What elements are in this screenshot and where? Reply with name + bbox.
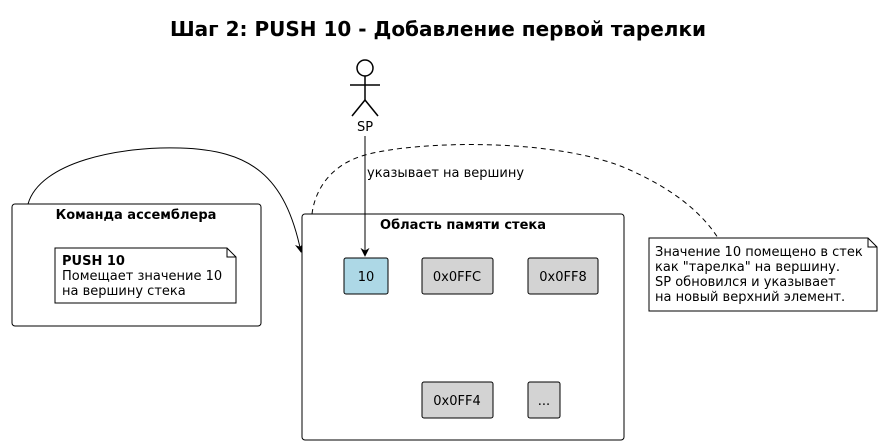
side-note-line-3: SP обновился и указывает	[655, 275, 836, 290]
memory-package-title: Область памяти стека	[380, 218, 546, 233]
push-note-line-2: на вершину стека	[62, 284, 186, 299]
sp-pointer-label: указывает на вершину	[367, 166, 524, 181]
package-link-arrow	[27, 147, 304, 253]
assembler-package-title: Команда ассемблера	[56, 208, 217, 223]
actor-head	[356, 59, 374, 77]
push-note: PUSH 10 Помещает значение 10 на вершину …	[54, 247, 237, 304]
note-connector	[311, 144, 719, 239]
memory-cell-label: ...	[538, 394, 550, 409]
actor-right-leg	[364, 99, 379, 117]
memory-cell-box	[527, 381, 561, 419]
side-note-fold	[867, 238, 877, 248]
actor-label: SP	[357, 120, 373, 135]
memory-cell-label: 0x0FF8	[539, 270, 586, 285]
memory-cell-label: 0x0FF4	[433, 394, 480, 409]
actor-left-leg	[351, 99, 366, 117]
side-note-body	[648, 237, 878, 312]
memory-cell: 0x0FFC	[421, 257, 494, 295]
memory-package: Область памяти стека 10 0x0FFC 0x0FF8 0x…	[301, 213, 625, 441]
push-note-heading: PUSH 10	[62, 254, 125, 269]
side-note-line-4: на новый верхний элемент.	[655, 290, 845, 305]
side-note: Значение 10 помещено в стек как "тарелка…	[648, 237, 878, 312]
push-note-line-1: Помещает значение 10	[62, 269, 222, 284]
side-note-line-2: как "тарелка" на вершину.	[655, 260, 840, 275]
memory-cell-box	[527, 257, 599, 295]
diagram-title: Шаг 2: PUSH 10 - Добавление первой тарел…	[170, 17, 706, 41]
memory-cell: 0x0FF4	[421, 381, 494, 419]
memory-cell: 10	[343, 257, 389, 295]
memory-cell-label: 10	[358, 270, 375, 285]
memory-cell: ...	[527, 381, 561, 419]
memory-cell-box	[343, 257, 389, 295]
memory-cell-box	[421, 381, 494, 419]
memory-cell: 0x0FF8	[527, 257, 599, 295]
sp-actor: SP	[350, 59, 380, 135]
push-note-body	[54, 247, 237, 304]
assembler-package: Команда ассемблера PUSH 10 Помещает знач…	[11, 203, 262, 327]
memory-cell-box	[421, 257, 494, 295]
side-note-line-1: Значение 10 помещено в стек	[655, 245, 863, 260]
push-note-fold	[226, 248, 236, 258]
memory-cell-label: 0x0FFC	[433, 270, 481, 285]
